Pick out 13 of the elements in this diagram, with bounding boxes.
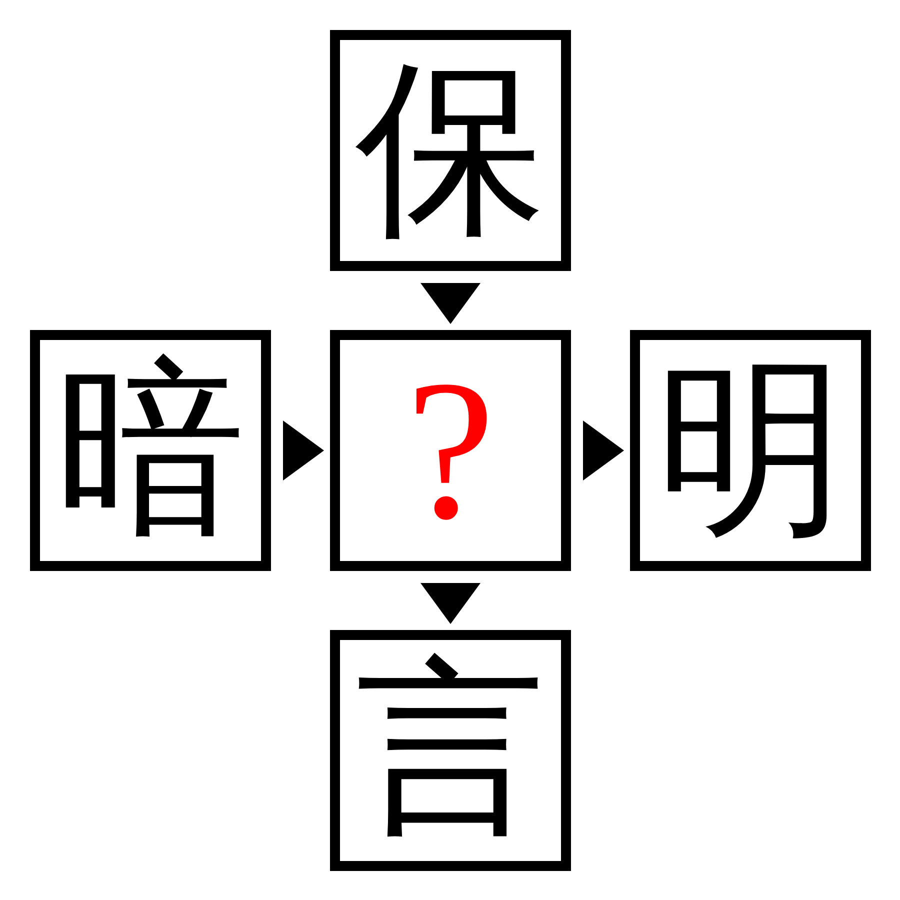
arrow [420, 283, 480, 324]
question-mark: ? [406, 350, 495, 550]
square-frame [330, 630, 571, 871]
kanji-character: 明 [656, 356, 846, 546]
square-frame [330, 30, 571, 271]
arrow [420, 583, 480, 624]
arrow [283, 420, 324, 480]
square-frame [330, 330, 571, 571]
square-frame [30, 330, 271, 571]
arrow [583, 420, 624, 480]
kanji-character: 暗 [56, 356, 246, 546]
kanji-character: 保 [356, 56, 546, 246]
square-frame [630, 330, 871, 571]
